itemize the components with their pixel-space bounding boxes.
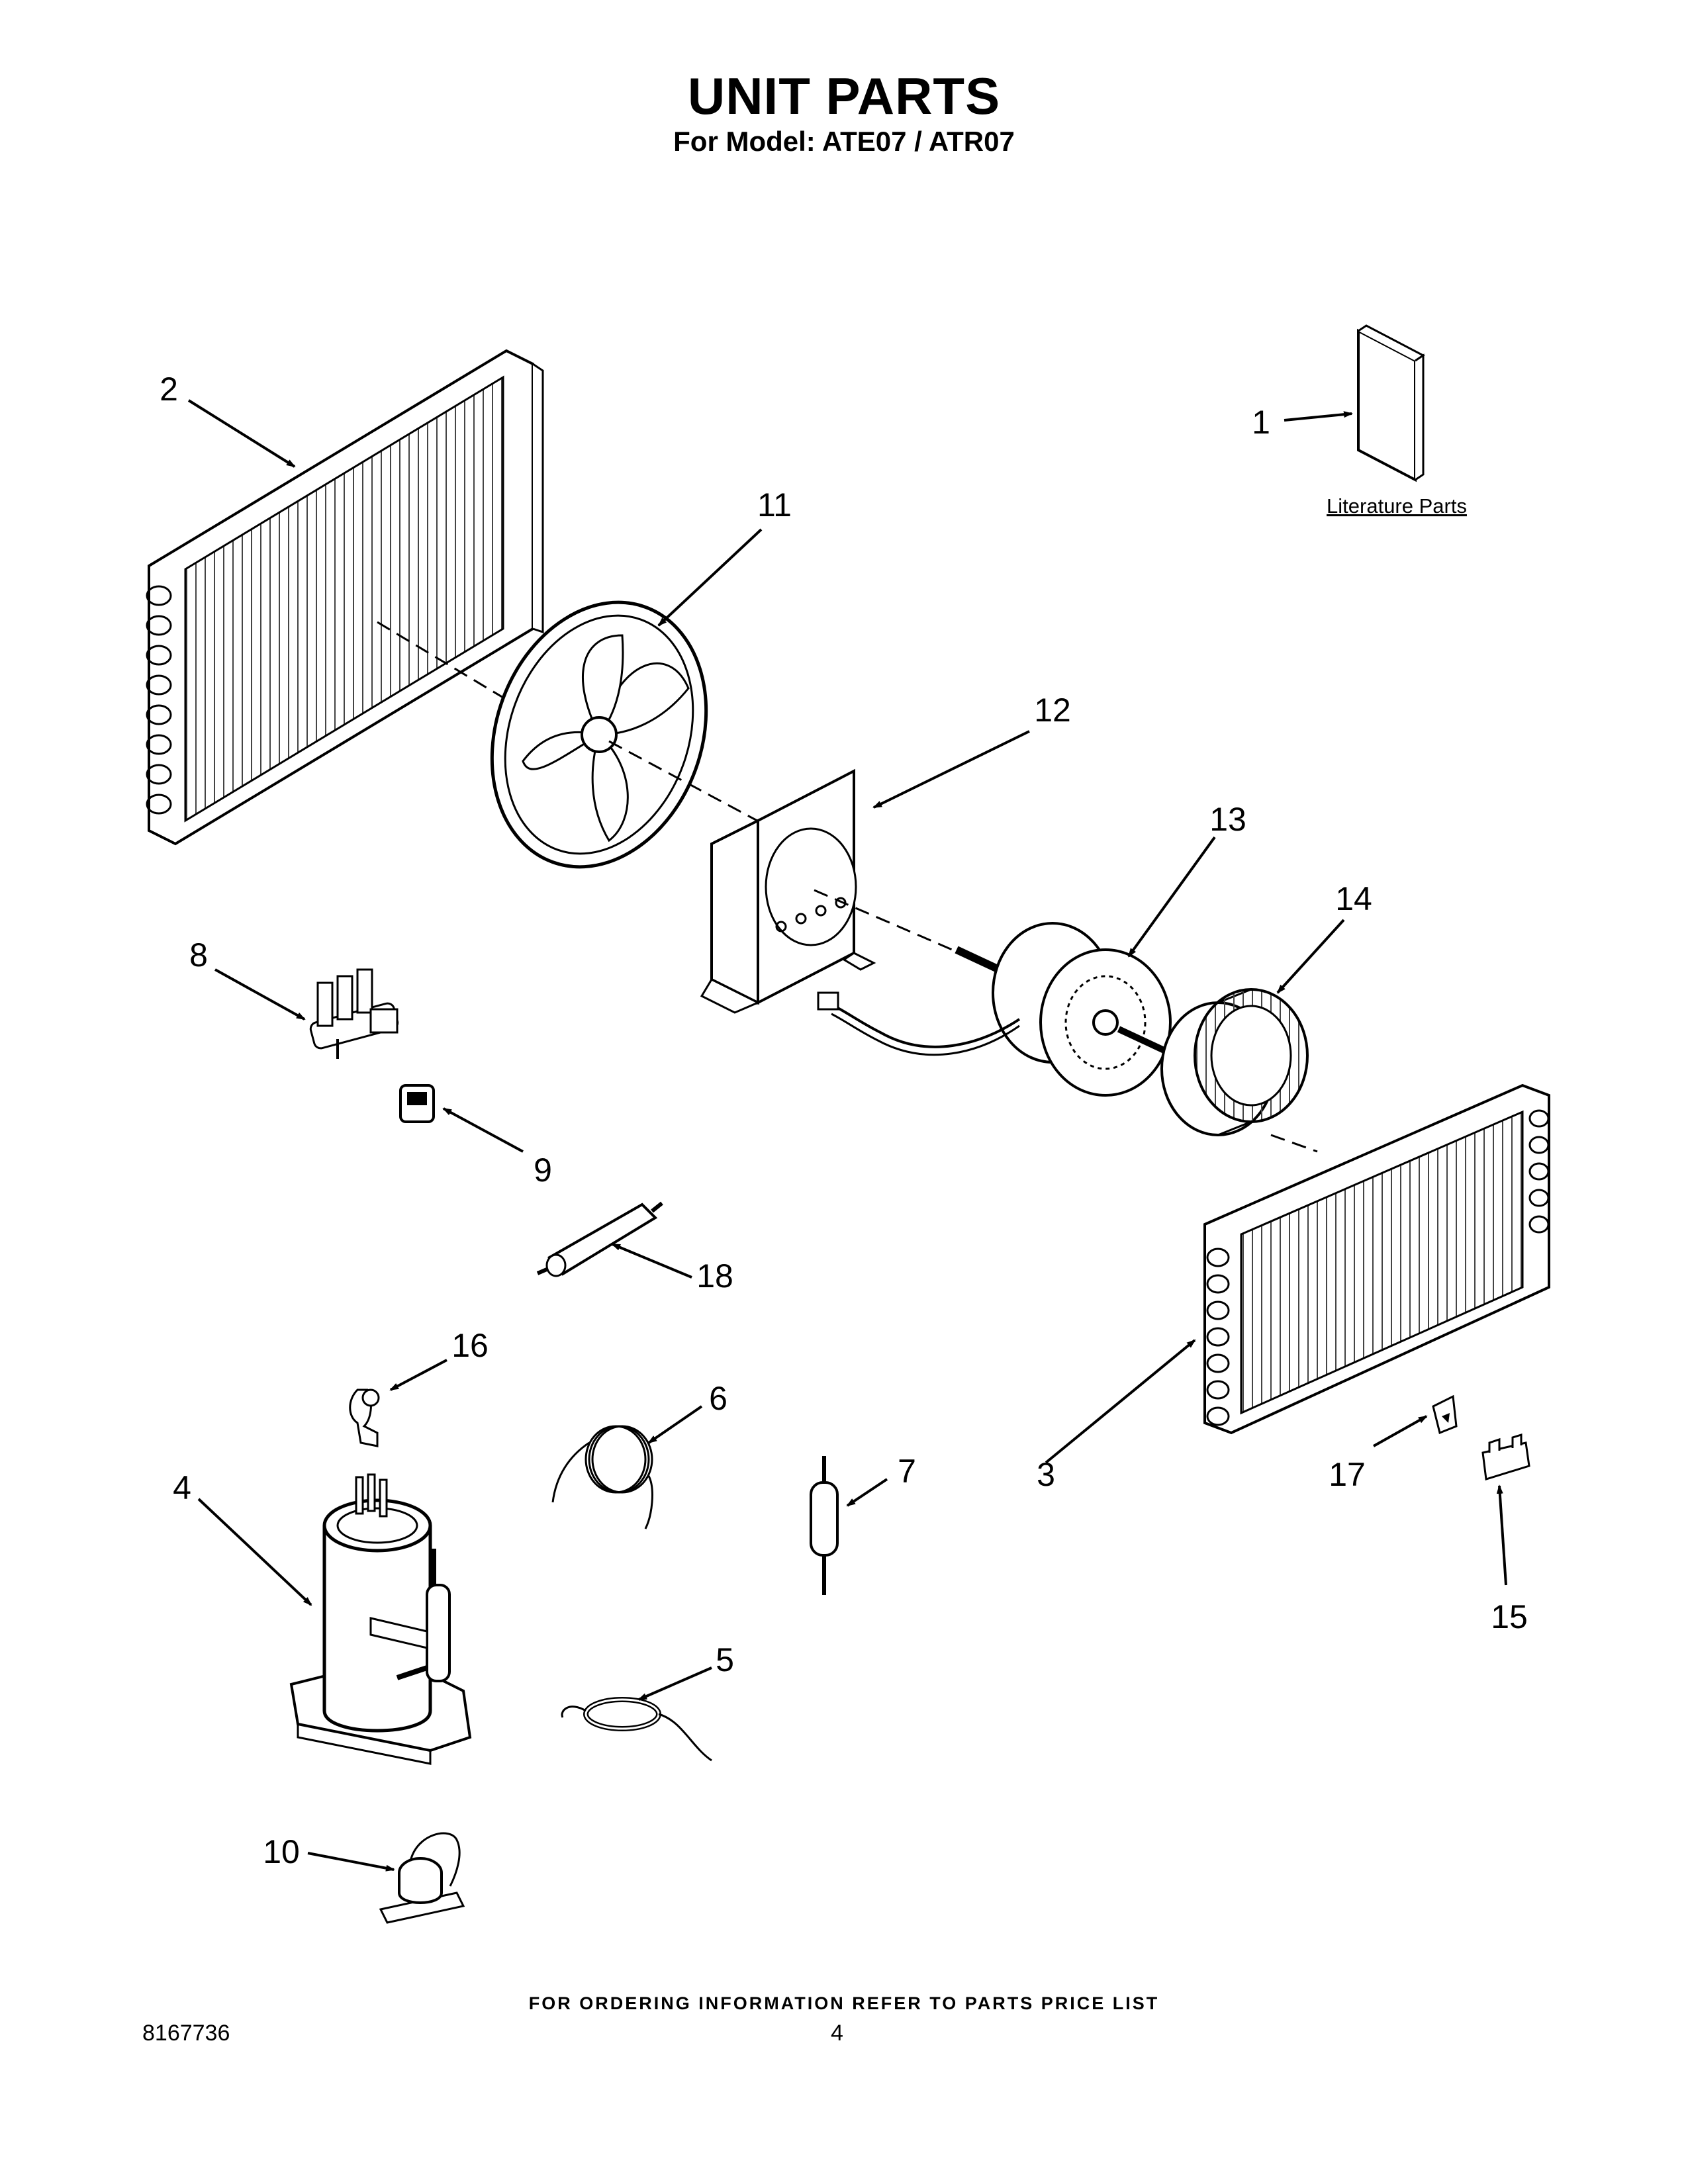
- callout-17: 17: [1329, 1456, 1366, 1493]
- literature-booklet[interactable]: [1357, 324, 1425, 482]
- callout-5: 5: [716, 1641, 734, 1678]
- document-number: 8167736: [142, 2021, 230, 2046]
- callout-2: 2: [160, 371, 178, 408]
- literature-parts-label: Literature Parts: [1327, 494, 1467, 518]
- solenoid-coil[interactable]: [399, 1084, 435, 1123]
- model-subtitle: For Model: ATE07 / ATR07: [673, 126, 1015, 157]
- callout-7: 7: [898, 1453, 916, 1490]
- retainer-clip[interactable]: [1481, 1433, 1530, 1480]
- page-number: 4: [831, 2021, 843, 2046]
- accumulator-tube[interactable]: [536, 1201, 663, 1277]
- small-bracket[interactable]: [1432, 1394, 1458, 1435]
- compressor[interactable]: [289, 1473, 472, 1765]
- filter-drier[interactable]: [810, 1456, 839, 1595]
- callout-9: 9: [534, 1152, 552, 1189]
- callout-4: 4: [173, 1469, 191, 1506]
- callout-18: 18: [696, 1257, 733, 1295]
- motor-mount-bracket[interactable]: [700, 768, 876, 1014]
- callout-10: 10: [263, 1833, 300, 1870]
- mounting-clip[interactable]: [349, 1388, 380, 1447]
- page-title: UNIT PARTS: [687, 67, 1001, 125]
- fan-motor[interactable]: [817, 922, 1172, 1097]
- callout-16: 16: [451, 1327, 489, 1364]
- capillary-tube-coil[interactable]: [551, 1425, 653, 1529]
- condenser-coil[interactable]: [146, 349, 544, 846]
- crankcase-heater[interactable]: [561, 1697, 712, 1762]
- callout-15: 15: [1491, 1598, 1528, 1635]
- callout-11: 11: [757, 486, 792, 523]
- overload-protector[interactable]: [379, 1832, 465, 1924]
- callout-14: 14: [1335, 880, 1372, 917]
- callout-3: 3: [1037, 1456, 1055, 1493]
- callout-8: 8: [189, 936, 208, 974]
- blower-wheel[interactable]: [1160, 988, 1309, 1136]
- callout-1: 1: [1252, 404, 1270, 441]
- reversing-valve[interactable]: [309, 968, 399, 1059]
- fan-blade[interactable]: [456, 572, 742, 897]
- evaporator-coil[interactable]: [1203, 1083, 1550, 1435]
- ordering-note: FOR ORDERING INFORMATION REFER TO PARTS …: [528, 1993, 1160, 2013]
- callout-13: 13: [1209, 801, 1246, 838]
- callout-6: 6: [709, 1380, 727, 1417]
- callout-12: 12: [1034, 692, 1071, 729]
